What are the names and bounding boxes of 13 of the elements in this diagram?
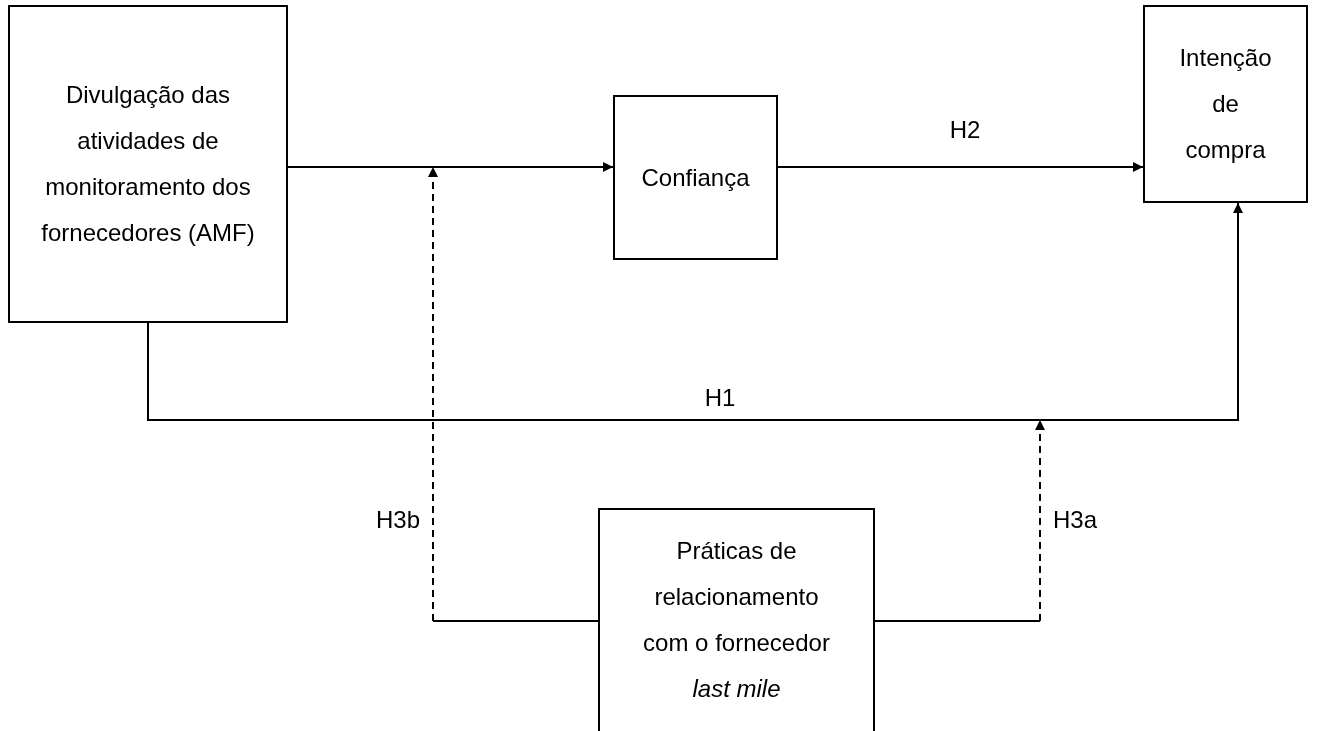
arrow bbox=[777, 162, 1144, 172]
concept-box bbox=[1143, 5, 1308, 203]
box-label: Confiança bbox=[640, 162, 751, 193]
concept-box bbox=[613, 95, 778, 260]
concept-box bbox=[598, 508, 875, 731]
box-label: Divulgação das atividades de monitoramento dos fornecedores (AMF) bbox=[40, 80, 256, 248]
box-label: Intenção de compra bbox=[1178, 43, 1273, 165]
box-label: Práticas de relacionamento com o fornecedor last mile bbox=[642, 536, 831, 704]
arrow bbox=[287, 162, 614, 172]
dashed-arrow bbox=[874, 419, 1045, 622]
dashed-arrow bbox=[428, 166, 599, 622]
arrow bbox=[147, 202, 1243, 421]
concept-box bbox=[8, 5, 288, 323]
